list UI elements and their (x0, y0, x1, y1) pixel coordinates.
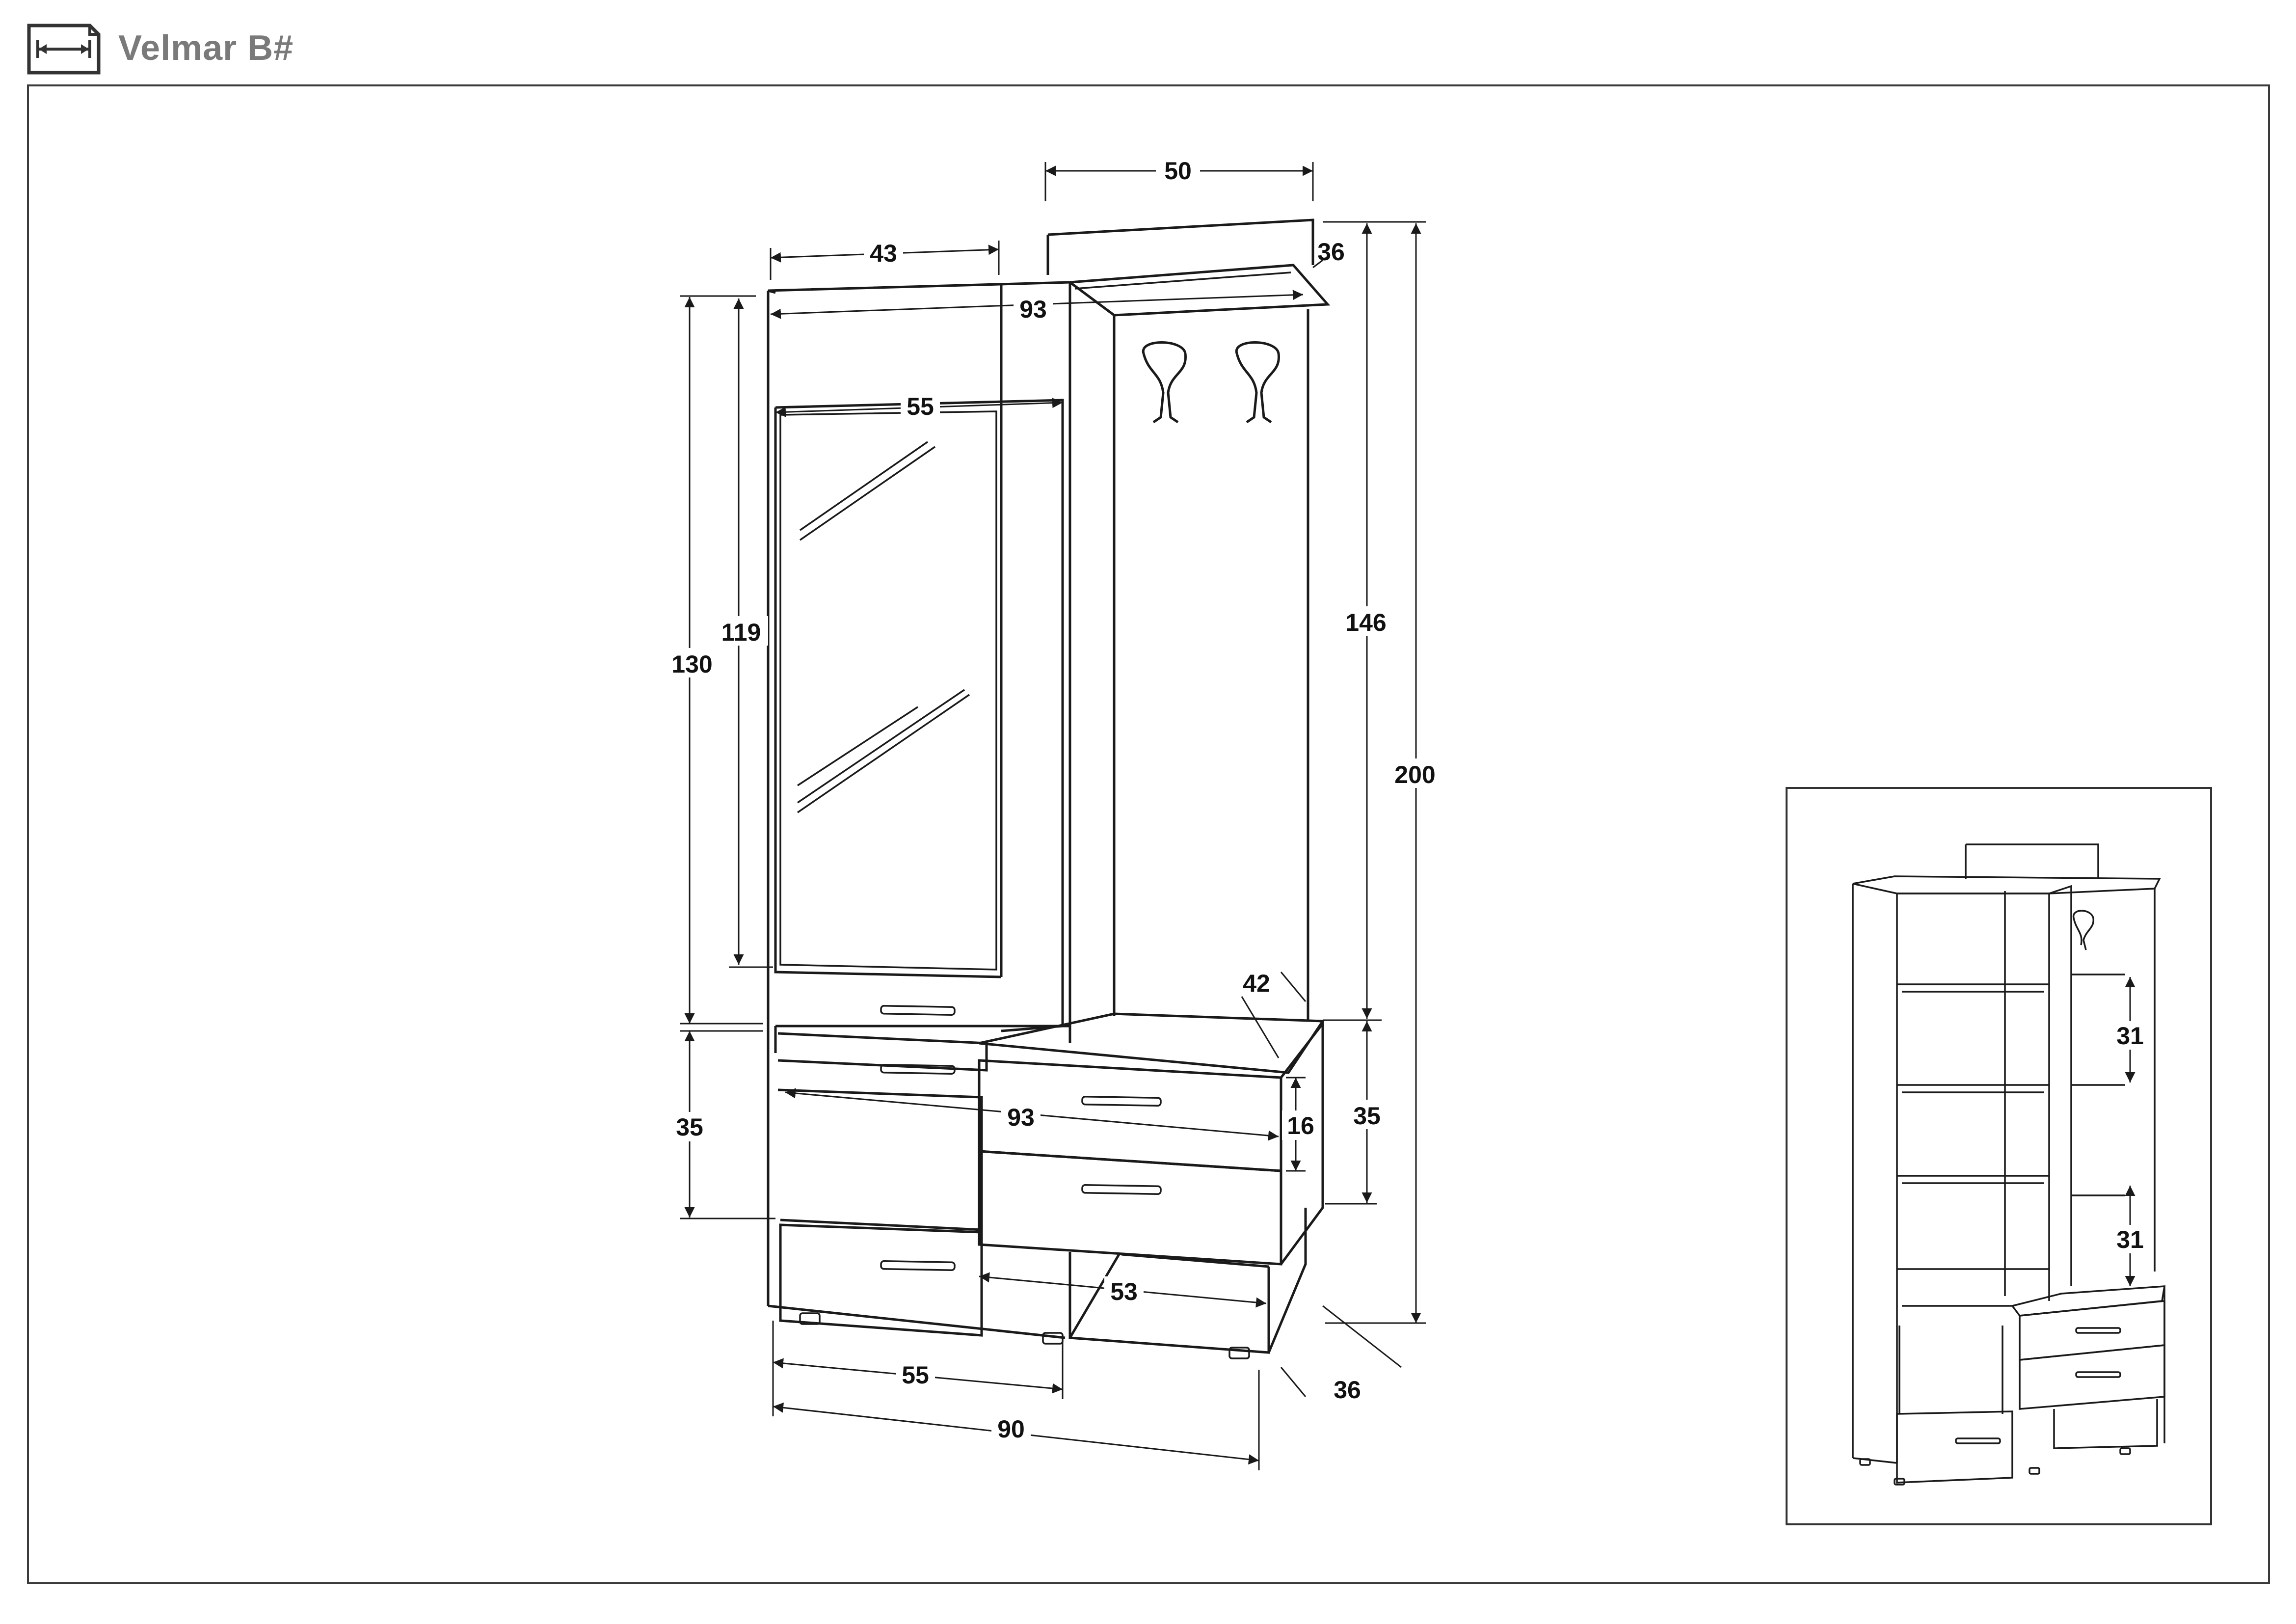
dim-seat-depth: 42 (1243, 970, 1270, 997)
dim-shelf-spacing-lower: 31 (2116, 1226, 2144, 1253)
left-bottom-drawer (779, 1223, 983, 1337)
dim-top-width: 93 (1019, 296, 1047, 323)
mirror-reflection (797, 441, 970, 813)
main-view (767, 218, 1331, 1359)
mirror-cabinet (767, 281, 1070, 1306)
dim-lower-right-height: 35 (1353, 1102, 1381, 1130)
left-drawer-1 (774, 1025, 1070, 1053)
header: Velmar B# (27, 19, 294, 78)
inset-view: 31 31 (1786, 787, 2212, 1525)
dimensions-icon (27, 24, 101, 75)
inset-frame (1786, 787, 2212, 1525)
dimension-lines (680, 162, 1426, 1470)
dim-total-height: 200 (1394, 761, 1435, 788)
back-top-panel (1046, 218, 1314, 275)
dim-bench-depth: 53 (1110, 1278, 1138, 1305)
dimension-labels: 50 36 43 93 55 119 130 146 200 42 35 35 … (665, 156, 1443, 1443)
coat-hook-icon (1142, 341, 1280, 424)
dim-right-upper-height: 146 (1345, 609, 1386, 636)
dim-left-width: 55 (902, 1361, 929, 1389)
mirror-door (774, 399, 1064, 1032)
dim-mirror-inner-width: 55 (907, 393, 934, 420)
dim-front-width: 93 (1007, 1104, 1035, 1131)
dim-total-width: 90 (997, 1415, 1025, 1443)
feet (799, 1312, 1250, 1359)
bench-seat (979, 1012, 1325, 1074)
dim-drawer-front-height: 16 (1287, 1112, 1314, 1139)
hanger-panel (1113, 309, 1309, 1021)
document-title: Velmar B# (118, 28, 294, 68)
dim-lower-left-height: 35 (676, 1113, 703, 1141)
dim-total-depth: 36 (1334, 1376, 1361, 1404)
dim-upper-height: 130 (671, 650, 712, 678)
drawing-frame (27, 84, 2270, 1584)
left-drawer-2 (777, 1032, 988, 1231)
dim-top-panel-width: 50 (1164, 157, 1192, 185)
dim-shelf-depth: 36 (1317, 238, 1345, 266)
dim-mirror-height: 119 (721, 619, 761, 646)
right-drawer-2 (978, 1150, 1282, 1266)
dim-mirror-width: 43 (870, 240, 897, 267)
dim-shelf-spacing-upper: 31 (2116, 1022, 2144, 1050)
